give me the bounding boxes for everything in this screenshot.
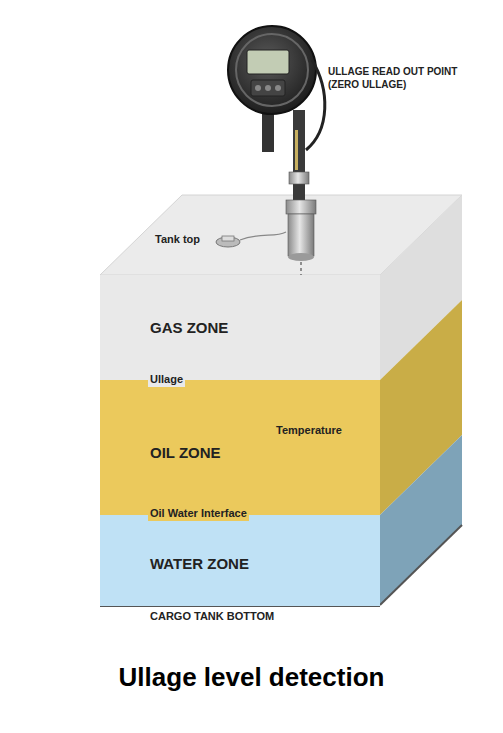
callout-label: ULLAGE READ OUT POINT (ZERO ULLAGE) (326, 66, 480, 91)
sensor-label: Temperature (274, 424, 344, 438)
zone-band: GAS ZONE (100, 275, 380, 380)
bottom-label: CARGO TANK BOTTOM (148, 610, 276, 624)
zone-band: OIL ZONE (100, 380, 380, 515)
interface-label: Oil Water Interface (148, 507, 249, 521)
part-label: Tank top (153, 233, 202, 247)
zone-name: OIL ZONE (150, 444, 221, 461)
zone-name: GAS ZONE (150, 319, 228, 336)
zone-name: WATER ZONE (150, 555, 249, 572)
zone-band: WATER ZONE (100, 515, 380, 606)
level-label: Ullage (148, 373, 185, 387)
caption: Ullage level detection (0, 662, 503, 693)
